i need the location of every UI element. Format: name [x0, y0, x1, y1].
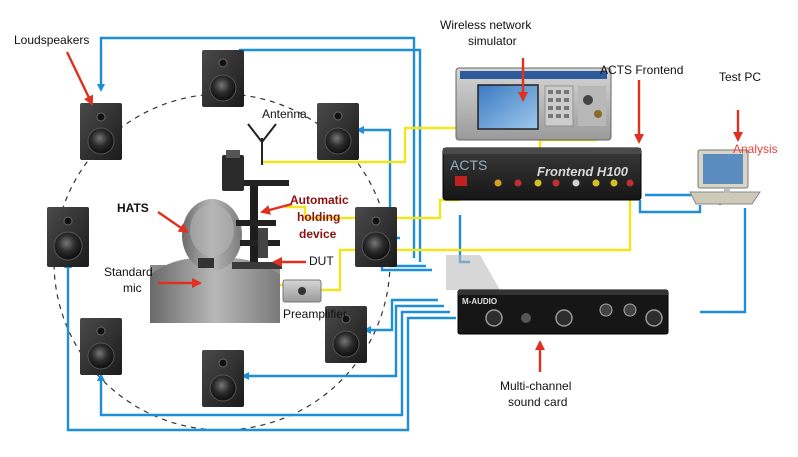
label-automatic: Automatic: [290, 193, 349, 207]
label-loudspeakers: Loudspeakers: [14, 33, 89, 47]
label-device: device: [299, 227, 337, 241]
loudspeaker-left: [47, 207, 89, 267]
label-standard: Standard: [104, 265, 153, 279]
loudspeaker-top-left: [80, 103, 122, 160]
label-hats: HATS: [117, 201, 149, 215]
label-acts-frontend: ACTS Frontend: [600, 63, 683, 77]
loudspeaker-bottom-right: [325, 306, 367, 363]
label-soundcard-line1: Multi-channel: [500, 379, 571, 393]
loudspeaker-bottom: [202, 350, 244, 407]
loudspeaker-right: [355, 207, 397, 267]
loudspeaker-top: [202, 50, 244, 107]
blue-cables: [64, 36, 747, 432]
label-soundcard-line2: sound card: [508, 395, 567, 409]
soundcard-brand: M-AUDIO: [462, 297, 497, 306]
loudspeaker-bottom-left: [80, 318, 122, 375]
label-holding: holding: [297, 210, 340, 224]
label-test-pc: Test PC: [719, 70, 761, 84]
preamplifier-device: [282, 279, 322, 303]
label-analysis: Analysis: [733, 142, 778, 156]
acts-frontend-device: [442, 147, 642, 201]
sound-card-device: [446, 255, 669, 335]
label-mic: mic: [123, 281, 142, 295]
antenna-icon: [247, 123, 277, 165]
frontend-model: Frontend H100: [537, 164, 629, 179]
hats-mannequin: [150, 199, 280, 323]
label-dut: DUT: [309, 254, 334, 268]
red-arrows: [65, 51, 743, 372]
label-preamplifier: Preamplifier: [283, 307, 347, 321]
label-antenna: Antenna: [262, 107, 307, 121]
wireless-network-simulator: [455, 67, 612, 141]
label-wireless-line2: simulator: [468, 34, 517, 48]
label-wireless-line1: Wireless network: [440, 18, 532, 32]
frontend-brand: ACTS: [450, 157, 487, 173]
test-pc-icon: [689, 149, 761, 205]
holding-device: [222, 150, 289, 269]
loudspeaker-top-right: [317, 103, 359, 160]
